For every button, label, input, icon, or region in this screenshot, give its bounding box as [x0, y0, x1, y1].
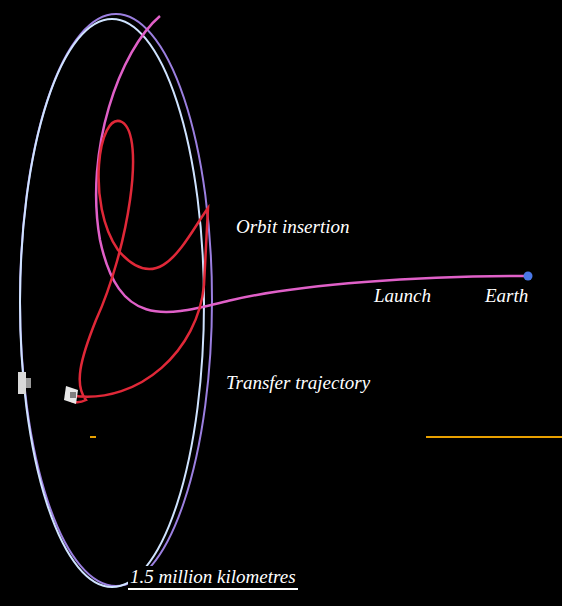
- background-patch: [96, 430, 426, 590]
- transfer-trajectory: [68, 121, 208, 402]
- halo-orbit: [20, 14, 212, 586]
- trajectory-label: Launch: [372, 285, 433, 307]
- earth-dot: [524, 272, 533, 281]
- scale-label: 1.5 million kilometres: [128, 566, 298, 590]
- spacecraft-icon: [18, 372, 31, 394]
- trajectory-label: Orbit insertion: [234, 216, 351, 238]
- trajectory-label: Transfer trajectory: [224, 372, 372, 394]
- planet-label: Earth: [483, 285, 530, 307]
- spacecraft-icon: [64, 386, 78, 404]
- halo-orbit: [20, 19, 204, 587]
